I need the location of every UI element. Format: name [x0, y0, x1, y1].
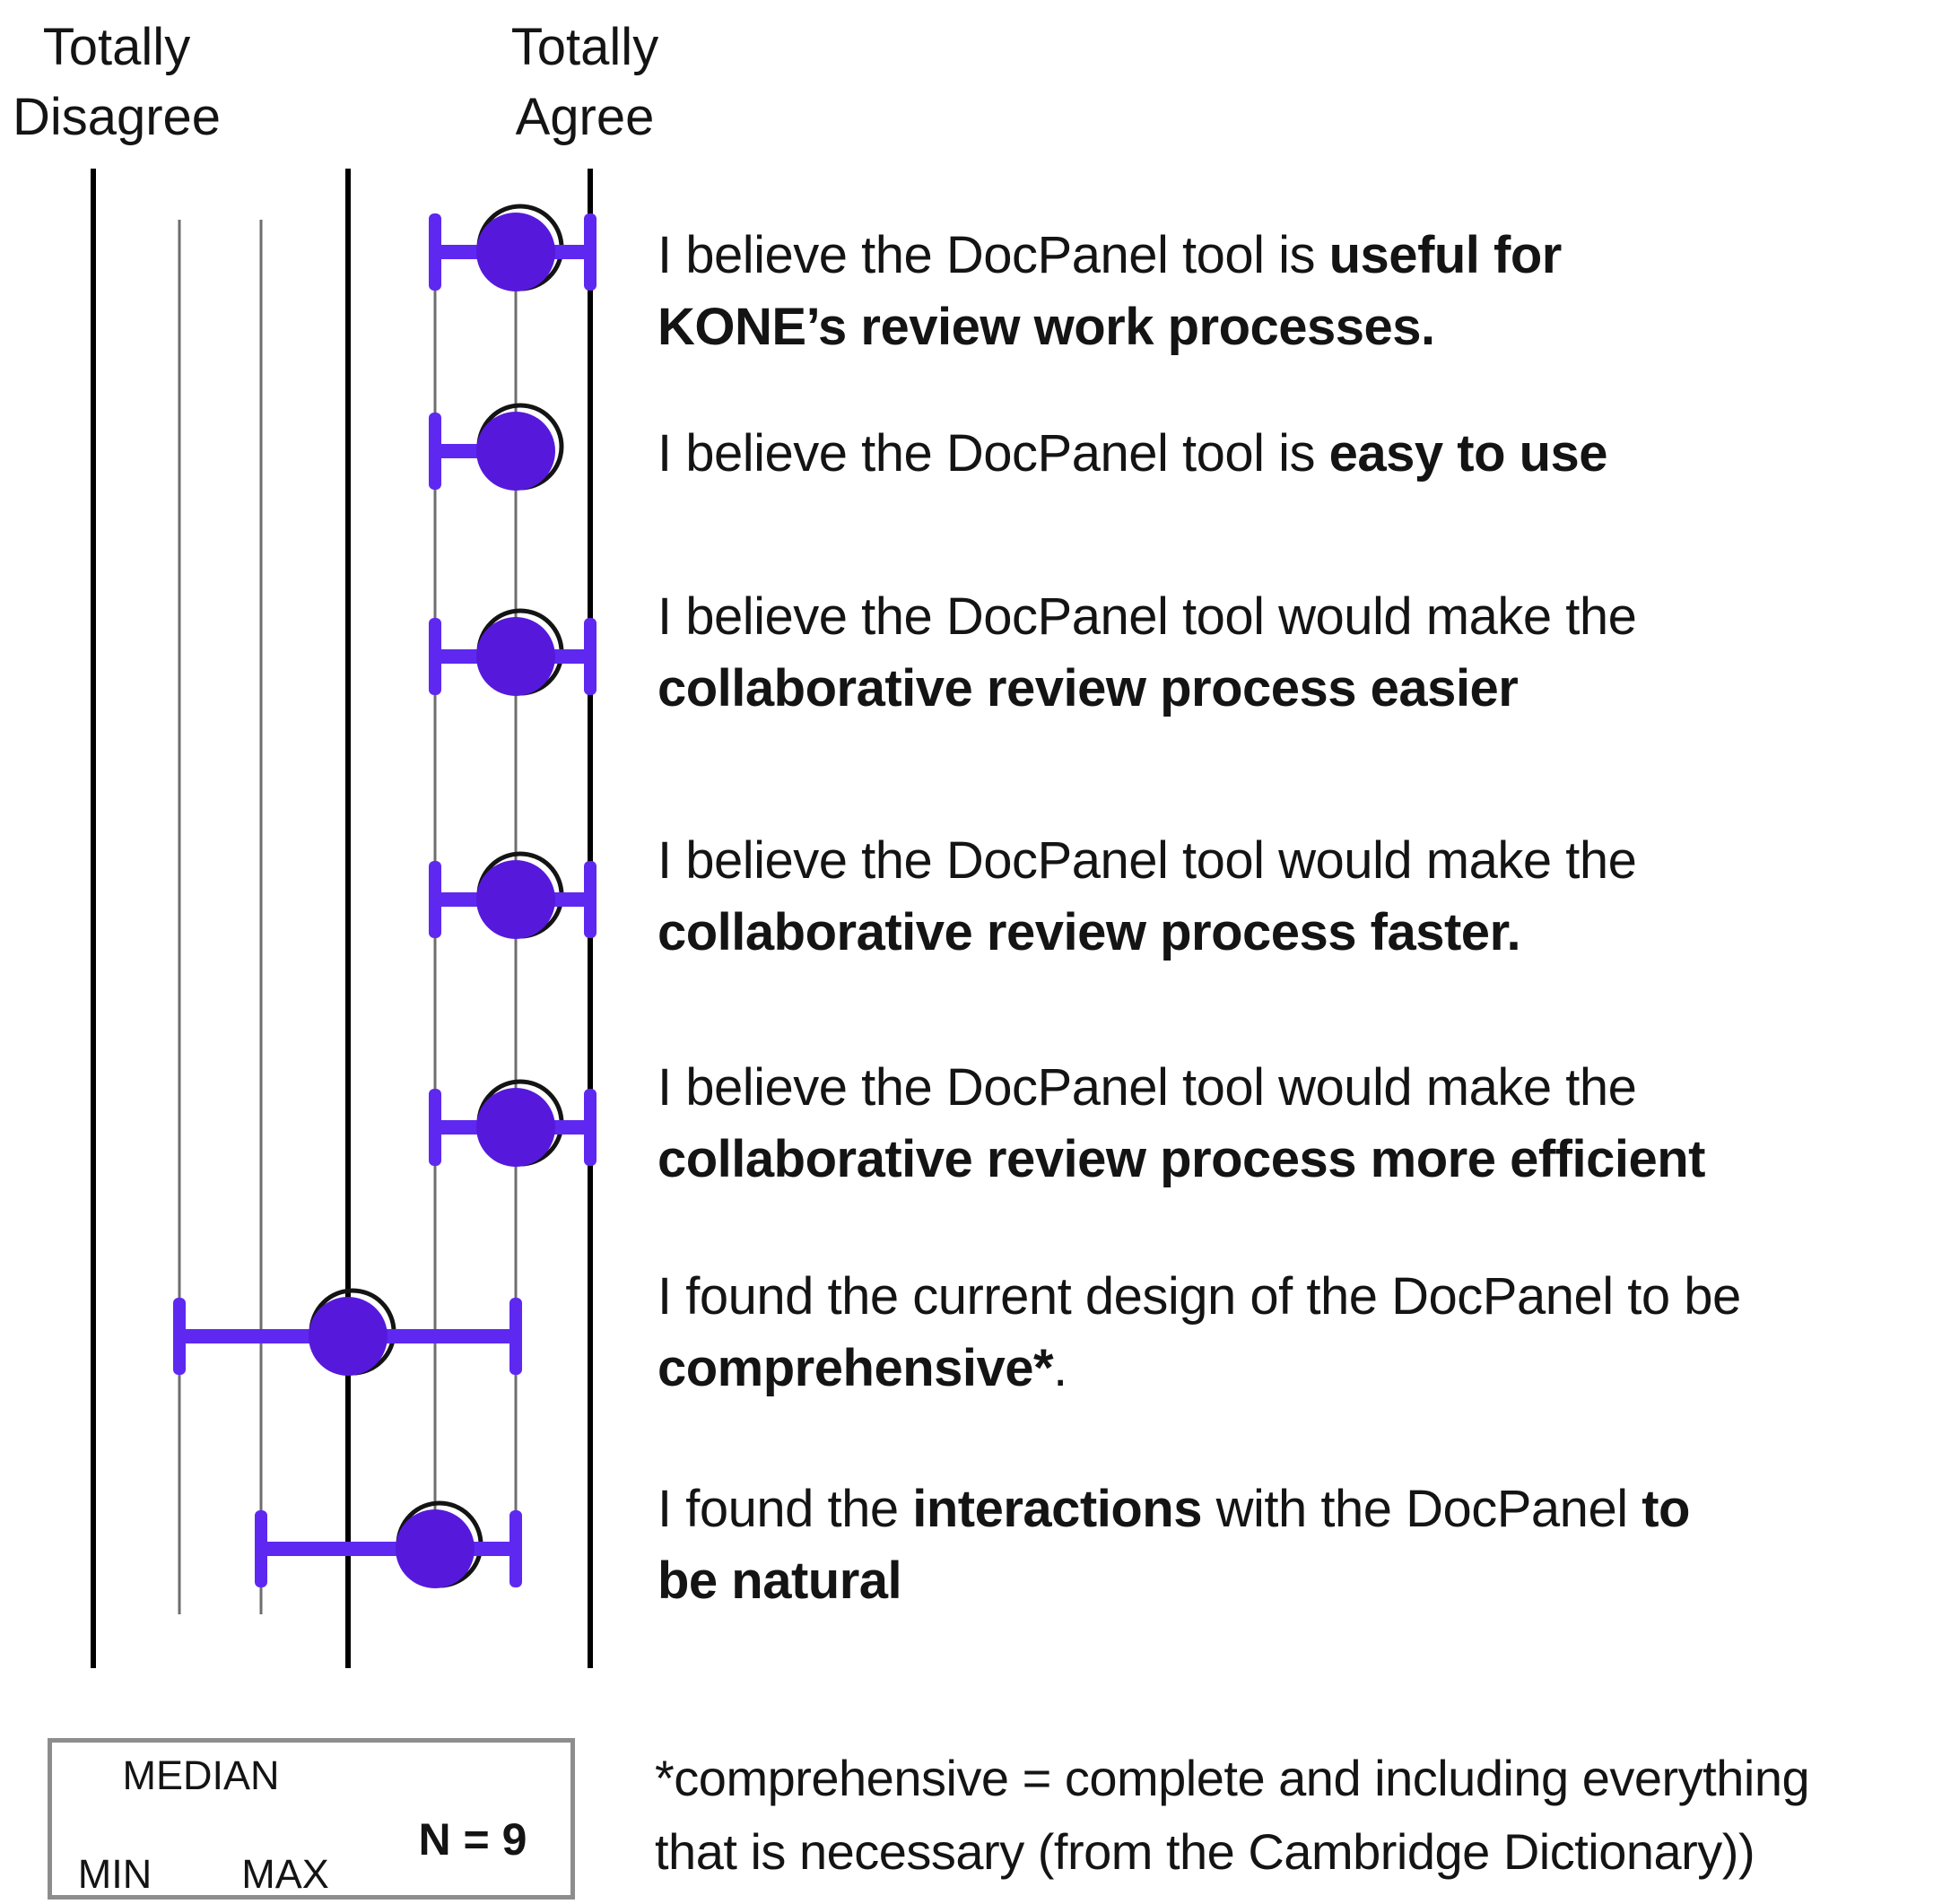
- statement-line: I believe the DocPanel tool is useful fo…: [657, 220, 1562, 291]
- statement-line: I found the interactions with the DocPan…: [657, 1474, 1690, 1545]
- legend-max-label: MAX: [241, 1851, 329, 1897]
- range-marker-row-3: [429, 608, 597, 696]
- legend-sample-size-label: N = 9: [418, 1814, 527, 1865]
- median-dot: [396, 1509, 475, 1588]
- median-dot: [476, 1088, 555, 1167]
- statement-emphasis: comprehensive*: [657, 1339, 1054, 1397]
- statement-line: be natural: [657, 1545, 1690, 1617]
- scale-anchor-label-totally-disagree: Totally Disagree: [12, 18, 222, 146]
- statement-emphasis: collaborative review process faster.: [657, 903, 1521, 961]
- footnote: *comprehensive = complete and including …: [655, 1742, 1810, 1889]
- statement-row-4: I believe the DocPanel tool would make t…: [657, 825, 1637, 969]
- statement-text: .: [1053, 1339, 1067, 1397]
- range-bar: [261, 1542, 516, 1556]
- statement-row-6: I found the current design of the DocPan…: [657, 1261, 1741, 1404]
- max-cap: [509, 1298, 522, 1375]
- min-cap: [429, 861, 441, 938]
- statement-row-5: I believe the DocPanel tool would make t…: [657, 1052, 1705, 1195]
- legend-box: [48, 1738, 575, 1900]
- statement-emphasis: useful for: [1328, 226, 1563, 284]
- min-cap: [173, 1298, 186, 1375]
- statement-line: I believe the DocPanel tool is easy to u…: [657, 418, 1608, 490]
- max-cap: [584, 861, 597, 938]
- statement-line: I believe the DocPanel tool would make t…: [657, 825, 1637, 897]
- footnote-line-2: that is necessary (from the Cambridge Di…: [655, 1823, 1755, 1880]
- statement-text: I found the: [657, 1480, 913, 1538]
- statement-text: I believe the DocPanel tool would make t…: [657, 587, 1637, 646]
- statement-line: collaborative review process easier: [657, 653, 1636, 725]
- range-marker-row-5: [429, 1079, 597, 1167]
- statement-emphasis: collaborative review process easier: [657, 659, 1519, 717]
- legend-min-label: MIN: [77, 1851, 152, 1897]
- range-marker-row-7: [255, 1500, 522, 1588]
- max-cap: [584, 213, 597, 291]
- statement-emphasis: be natural: [657, 1552, 902, 1610]
- statement-line: comprehensive*.: [657, 1333, 1741, 1404]
- statement-text: I believe the DocPanel tool would make t…: [657, 831, 1637, 890]
- statement-text: with the DocPanel: [1201, 1480, 1642, 1538]
- min-cap: [429, 1089, 441, 1166]
- legend-median-label: MEDIAN: [122, 1752, 280, 1798]
- min-cap: [429, 213, 441, 291]
- statement-emphasis: to: [1642, 1480, 1690, 1538]
- max-cap: [509, 1510, 522, 1587]
- statement-line: KONE’s review work processes.: [657, 291, 1562, 363]
- min-cap: [429, 618, 441, 695]
- statement-text: I believe the DocPanel tool is: [657, 226, 1329, 284]
- statement-row-3: I believe the DocPanel tool would make t…: [657, 581, 1637, 725]
- statement-emphasis: KONE’s review work processes.: [657, 298, 1435, 356]
- footnote-line-1: *comprehensive = complete and including …: [655, 1750, 1810, 1806]
- statement-text: I believe the DocPanel tool would make t…: [657, 1058, 1637, 1117]
- statement-emphasis: interactions: [912, 1480, 1202, 1538]
- min-cap: [429, 413, 441, 490]
- median-dot: [476, 412, 555, 491]
- statement-emphasis: easy to use: [1328, 424, 1608, 483]
- max-cap: [584, 1089, 597, 1166]
- statement-line: I believe the DocPanel tool would make t…: [657, 1052, 1705, 1124]
- max-cap: [584, 618, 597, 695]
- range-marker-row-1: [429, 204, 597, 291]
- range-marker-row-4: [429, 851, 597, 939]
- min-cap: [255, 1510, 267, 1587]
- range-marker-row-2: [429, 403, 564, 491]
- median-dot: [476, 860, 555, 939]
- statement-row-2: I believe the DocPanel tool is easy to u…: [657, 418, 1608, 490]
- median-dot: [309, 1297, 388, 1376]
- statement-row-1: I believe the DocPanel tool is useful fo…: [657, 220, 1562, 363]
- median-dot: [476, 617, 555, 696]
- statement-emphasis: collaborative review process more effici…: [657, 1130, 1705, 1188]
- statement-line: I found the current design of the DocPan…: [657, 1261, 1741, 1333]
- median-dot: [476, 213, 555, 291]
- statement-line: collaborative review process faster.: [657, 897, 1636, 969]
- statement-text: I believe the DocPanel tool is: [657, 424, 1329, 483]
- statement-row-7: I found the interactions with the DocPan…: [657, 1474, 1690, 1617]
- statement-line: I believe the DocPanel tool would make t…: [657, 581, 1637, 653]
- scale-anchor-label-totally-agree: Totally Agree: [510, 18, 659, 146]
- statement-text: I found the current design of the DocPan…: [657, 1267, 1741, 1326]
- statement-line: collaborative review process more effici…: [657, 1124, 1705, 1195]
- range-marker-row-6: [173, 1288, 522, 1376]
